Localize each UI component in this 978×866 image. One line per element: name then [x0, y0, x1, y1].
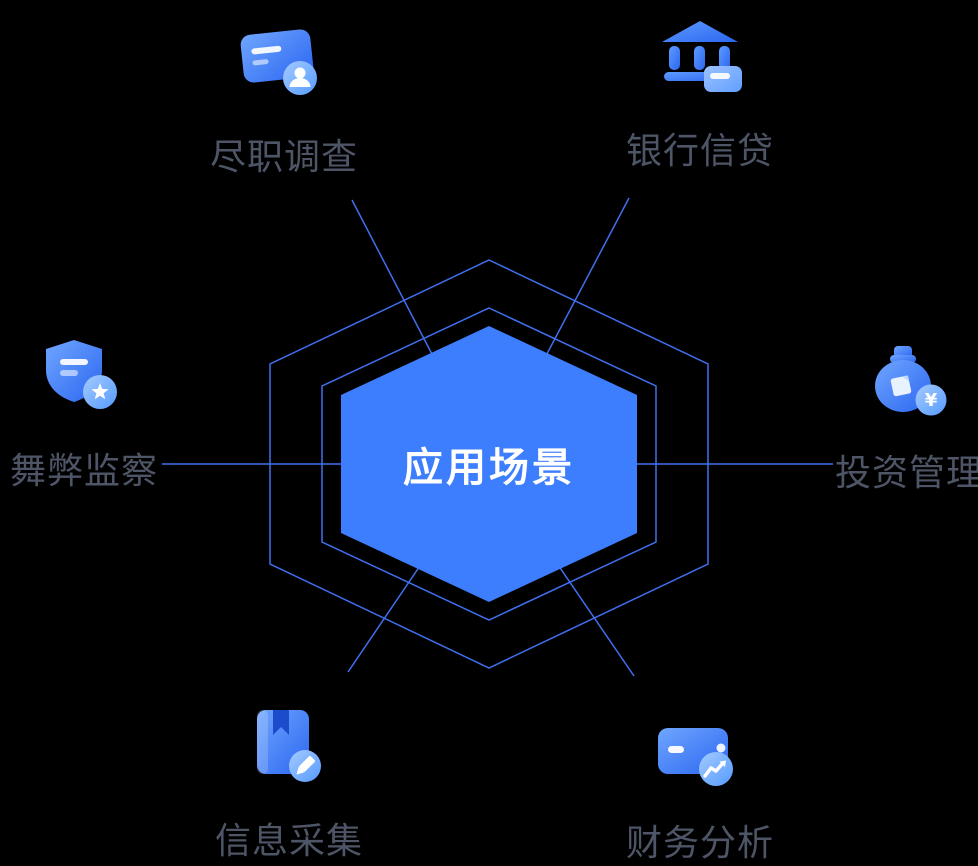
- outer-outline-hexagon: [269, 259, 709, 669]
- bank-card-icon: [662, 21, 742, 92]
- center-title: 应用场景: [403, 446, 575, 490]
- svg-text:¥: ¥: [925, 390, 938, 411]
- node-label: 舞弊监察: [9, 450, 158, 491]
- node-label: 投资管理: [834, 452, 978, 493]
- book-pencil-icon: [257, 710, 321, 782]
- card-chart-icon: [658, 728, 733, 786]
- node-info-collection: 信息采集: [179, 700, 399, 864]
- node-financial-analysis: 财务分析: [590, 702, 810, 866]
- center-hexagon: [341, 326, 637, 602]
- node-bank-credit: 银行信贷: [590, 10, 810, 174]
- node-label: 银行信贷: [625, 130, 774, 171]
- money-bag-yuan-icon: ¥: [875, 346, 947, 416]
- node-label: 财务分析: [625, 822, 774, 863]
- shield-star-icon: [46, 340, 117, 409]
- node-due-diligence: 尽职调查: [174, 16, 394, 180]
- node-label: 信息采集: [214, 820, 363, 861]
- idcard-user-icon: [240, 29, 317, 95]
- inner-outline-hexagon: [321, 307, 657, 621]
- node-fraud-monitoring: 舞弊监察: [0, 330, 194, 494]
- node-label: 尽职调查: [209, 136, 358, 177]
- node-investment-management: ¥ 投资管理: [799, 332, 978, 496]
